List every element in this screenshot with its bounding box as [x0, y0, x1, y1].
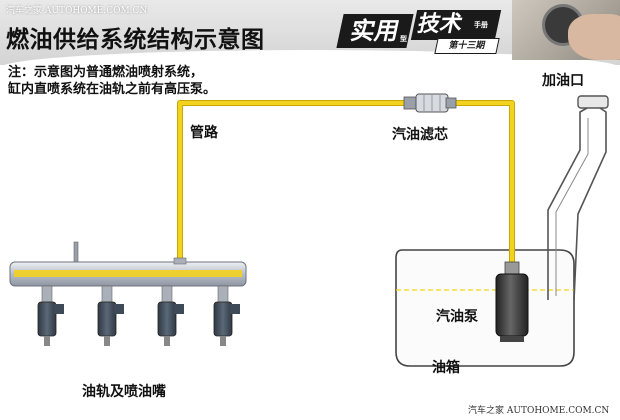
hand-on-fuel-cap-photo [512, 0, 620, 60]
note-text: 注：示意图为普通燃油喷射系统， 缸内直喷系统在油轨之前有高压泵。 [8, 64, 216, 98]
injector-2-neck [101, 285, 113, 303]
injector-2-connector [114, 304, 124, 314]
watermark-top: 汽车之家 AUTOHOME.COM.CN [6, 6, 148, 16]
fuel-filter [403, 93, 457, 113]
filler-cap [577, 95, 609, 109]
injector-4 [213, 285, 240, 346]
injector-1-body [37, 301, 57, 337]
filter-cap-right [445, 97, 457, 109]
watermark-bottom: 汽车之家 AUTOHOME.COM.CN [468, 406, 610, 416]
logo-text-manual: 手册 [474, 21, 488, 29]
injector-3-neck [161, 285, 173, 303]
injector-4-neck [217, 285, 229, 303]
injector-3-tip [164, 336, 170, 346]
injector-1 [37, 285, 64, 346]
injector-1-connector [54, 304, 64, 314]
series-logo: 实用 型 技术 手册 第十三期 [336, 10, 502, 54]
fuel-tank [395, 249, 575, 367]
label-fuel-pump: 汽油泵 [436, 309, 478, 325]
injector-4-tip [220, 336, 226, 346]
label-fuel-filter: 汽油滤芯 [392, 127, 448, 143]
injector-4-connector [230, 304, 240, 314]
fuel-rail [9, 241, 247, 287]
injector-2-tip [104, 336, 110, 346]
pump-body [495, 273, 529, 337]
injector-3-body [157, 301, 177, 337]
hand-shape [568, 14, 620, 60]
note-line-2: 缸内直喷系统在油轨之前有高压泵。 [8, 82, 217, 97]
filler-neck-inner [555, 118, 589, 296]
label-fuel-tank: 油箱 [432, 360, 460, 376]
label-fuel-rail-injectors: 油轨及喷油嘴 [82, 384, 166, 400]
injector-3-connector [174, 304, 184, 314]
filler-neck [547, 95, 609, 301]
label-filler-inlet: 加油口 [542, 73, 584, 89]
rail-inlet [173, 257, 187, 265]
tank-body [395, 249, 575, 367]
pump-base [500, 336, 524, 342]
injector-1-tip [44, 336, 50, 346]
injector-2 [97, 285, 124, 346]
injector-3 [157, 285, 184, 346]
injector-1-neck [41, 285, 53, 303]
rail-fuel [14, 270, 242, 277]
injector-2-body [97, 301, 117, 337]
fuel-line [178, 101, 514, 262]
fuel-pump [495, 261, 529, 342]
note-line-1: 注：示意图为普通燃油喷射系统， [8, 65, 204, 80]
injector-4-body [213, 301, 233, 337]
label-pipe: 管路 [190, 125, 218, 141]
fuel-line-edge [177, 100, 515, 262]
logo-text-small: 型 [400, 35, 407, 43]
rail-pressure-valve [73, 241, 79, 263]
page-title: 燃油供给系统结构示意图 [6, 27, 265, 53]
